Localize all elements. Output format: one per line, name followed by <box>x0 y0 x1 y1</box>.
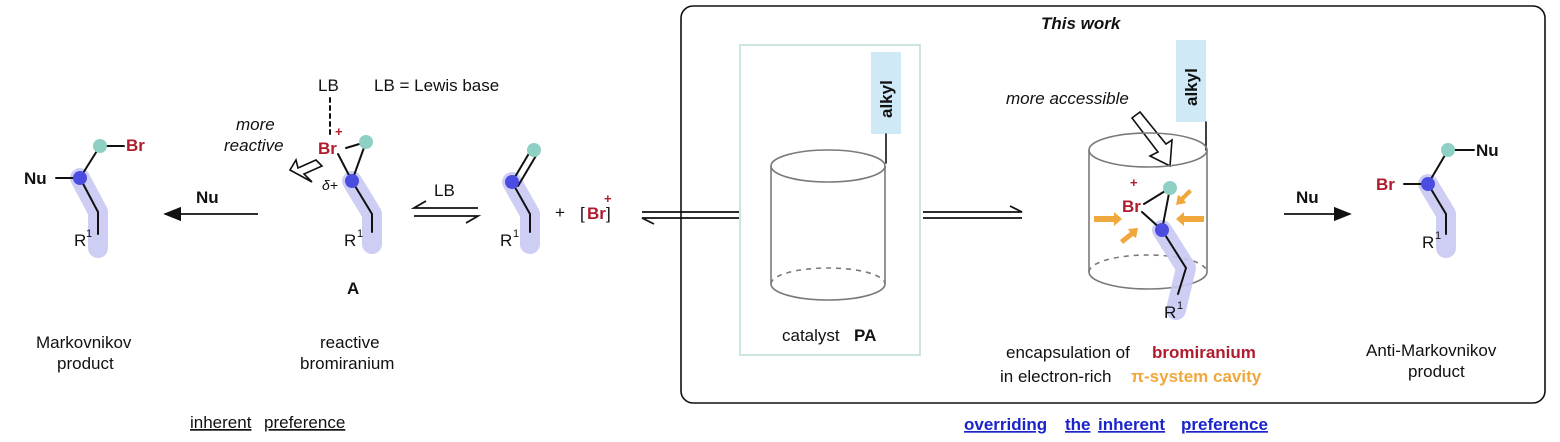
alkyl-label: alkyl <box>1182 68 1201 106</box>
alkyl-chain-box <box>1176 40 1206 122</box>
catalyst-panel <box>739 44 921 356</box>
inherent-word: inherent <box>190 413 252 432</box>
nucleophile-atom: Nu <box>24 169 47 188</box>
teal-atom-marker <box>1441 143 1455 157</box>
r-group: R <box>1164 303 1176 322</box>
teal-atom-marker <box>527 143 541 157</box>
blue-atom-marker <box>345 174 359 188</box>
orange-arrow-bottom <box>1120 228 1138 244</box>
encapsulation-line1-highlight: bromiranium <box>1152 343 1256 362</box>
preference-word: preference <box>264 413 345 432</box>
encapsulation-cylinder <box>1088 132 1208 290</box>
bromine-atom: Br <box>1376 175 1395 194</box>
catalyst-label-name: PA <box>854 326 876 345</box>
plus-sign: + <box>555 203 565 222</box>
markovnikov-product-structure: Br Nu R 1 <box>24 136 145 258</box>
alkyl-label: alkyl <box>877 80 896 118</box>
bracket-close: ] <box>606 204 611 223</box>
r-group: R <box>1422 233 1434 252</box>
r-group-superscript: 1 <box>1435 230 1441 242</box>
bromine-atom: Br <box>126 136 145 155</box>
nu-arrow-label: Nu <box>196 188 219 207</box>
bromine-cation: Br <box>1122 197 1141 216</box>
hollow-arrow-accessible <box>1130 110 1173 168</box>
alkene-substrate: R 1 <box>500 143 541 254</box>
lewis-base-definition: LB = Lewis base <box>374 76 499 95</box>
r-group-superscript: 1 <box>513 228 519 240</box>
bromine-charge: + <box>335 124 343 139</box>
this-work-box <box>680 5 1546 404</box>
orange-arrow-top <box>1176 189 1192 205</box>
bromonium-charge: + <box>604 191 612 206</box>
bromiranium-intermediate: LB LB = Lewis base more reactive Br + δ+… <box>224 76 499 298</box>
catalyst-cylinder <box>770 149 886 301</box>
teal-atom-marker <box>359 135 373 149</box>
blue-atom-marker <box>505 175 519 189</box>
partial-positive: δ+ <box>322 177 338 193</box>
equilibrium-bottom-line <box>641 217 740 225</box>
encapsulation-line2-highlight: π-system cavity <box>1131 367 1262 386</box>
nucleophile-atom: Nu <box>1476 141 1499 160</box>
lewis-base-abbr: LB <box>318 76 339 95</box>
overriding-link-word4[interactable]: preference <box>1181 415 1268 434</box>
overriding-link-word2[interactable]: the <box>1065 415 1091 434</box>
anti-markovnikov-label-line2: product <box>1408 362 1465 381</box>
markovnikov-label-line1: Markovnikov <box>36 333 132 352</box>
alkyl-chain-box <box>871 52 901 134</box>
blue-atom-marker <box>73 171 87 185</box>
r-group: R <box>344 231 356 250</box>
teal-atom-marker <box>1163 181 1177 195</box>
more-reactive-line1: more <box>236 115 275 134</box>
encapsulation-line1-prefix: encapsulation of <box>1006 343 1130 362</box>
intermediate-letter: A <box>347 279 359 298</box>
anti-markovnikov-product-structure: Br Nu R 1 <box>1376 141 1499 258</box>
r-group-superscript: 1 <box>357 228 363 240</box>
orange-arrow-right <box>1176 212 1204 226</box>
teal-atom-marker <box>93 139 107 153</box>
anti-markovnikov-label-line1: Anti-Markovnikov <box>1366 341 1497 360</box>
equilibrium-lb-label: LB <box>434 181 455 200</box>
more-reactive-line2: reactive <box>224 136 284 155</box>
bracket-open: [ <box>580 204 585 223</box>
overriding-link-word3[interactable]: inherent <box>1098 415 1165 434</box>
equilibrium-right-top <box>923 205 1023 213</box>
more-accessible-label: more accessible <box>1006 89 1129 108</box>
encapsulated-bromiranium: Br + R 1 <box>1094 175 1204 322</box>
r-group: R <box>500 231 512 250</box>
bromiranium-label-line1: reactive <box>320 333 380 352</box>
orange-arrow-left <box>1094 212 1122 226</box>
bromine-charge: + <box>1130 175 1138 190</box>
r-group-superscript: 1 <box>1177 300 1183 312</box>
catalyst-label-prefix: catalyst <box>782 326 840 345</box>
nu-arrow-label: Nu <box>1296 188 1319 207</box>
blue-atom-marker <box>1155 223 1169 237</box>
markovnikov-label-line2: product <box>57 354 114 373</box>
r-group: R <box>74 231 86 250</box>
hollow-arrow-reactive <box>288 157 324 183</box>
bromonium-source: Br <box>587 204 606 223</box>
encapsulation-line2-prefix: in electron-rich <box>1000 367 1112 386</box>
r-group-superscript: 1 <box>86 228 92 240</box>
this-work-heading: This work <box>1041 14 1122 33</box>
overriding-link-word1[interactable]: overriding <box>964 415 1047 434</box>
equilibrium-arrow-back <box>410 200 478 209</box>
blue-atom-marker <box>1421 177 1435 191</box>
equilibrium-arrow-forward <box>414 215 482 224</box>
bromine-cation: Br <box>318 139 337 158</box>
bromiranium-label-line2: bromiranium <box>300 354 394 373</box>
